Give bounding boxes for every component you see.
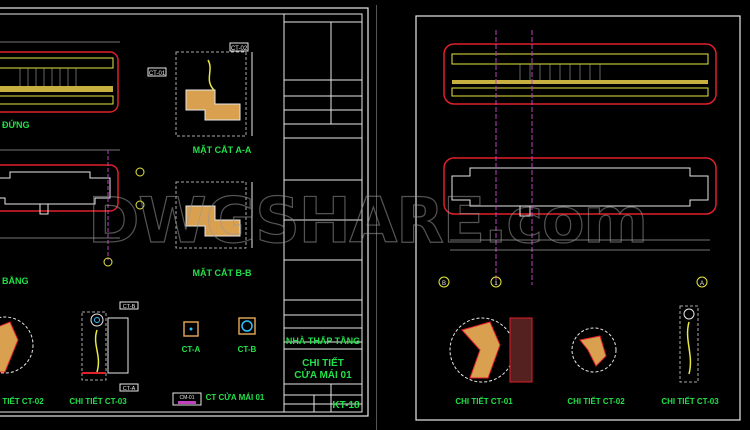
sheet-separator (376, 5, 377, 430)
detail-ct03-view (81, 311, 129, 381)
right-sheet-border (415, 15, 741, 421)
right-elevation-view (443, 43, 717, 105)
callout-ct-b (119, 301, 139, 310)
sheet-number: KT-18 (332, 400, 360, 411)
drawing-title-line2: CỬA MÁI 01 (294, 368, 352, 381)
section-bb-view (175, 181, 253, 249)
ct-b-view (238, 317, 256, 335)
right-detail-ct02-view (571, 327, 617, 373)
callout-ct-a (119, 383, 139, 392)
title-block (283, 13, 363, 413)
svg-text:CT-01: CT-01 (149, 71, 166, 77)
detail-ct02-label: CHI TIẾT CT-02 (0, 396, 44, 406)
right-detail-ct03-view (679, 305, 699, 383)
svg-text:1: 1 (494, 281, 498, 287)
plan-label: BẰNG (2, 276, 29, 286)
section-bb-label: MẶT CẮT B-B (193, 268, 252, 278)
drawing-title-line1: CHI TIẾT (302, 356, 344, 369)
ct-a-view (183, 321, 199, 337)
axis-marker (696, 276, 708, 288)
elevation-view (0, 41, 120, 113)
ct-b-label: CT-B (238, 345, 257, 354)
door-title: CT CỬA MÁI 01 (206, 393, 265, 402)
watermark-logo: DWGSHARE.com (88, 184, 648, 257)
ct-a-label: CT-A (182, 345, 201, 354)
axis-marker (438, 276, 450, 288)
elevation-label: ĐỨNG (2, 119, 29, 130)
callout-ct-02 (229, 42, 249, 52)
door-tag-mark (178, 401, 196, 404)
detail-ct02-view (0, 316, 34, 374)
svg-text:A: A (700, 281, 704, 287)
section-aa-view (175, 51, 253, 137)
right-plan-view (443, 30, 717, 285)
project-name: NHÀ THẤP TẦNG (286, 336, 360, 346)
detail-ct03-label: CHI TIẾT CT-03 (69, 396, 127, 406)
left-sheet-border (0, 7, 369, 417)
svg-text:B: B (442, 281, 446, 287)
right-detail-ct01-label: CHI TIẾT CT-01 (455, 396, 513, 406)
axis-marker (490, 276, 502, 288)
right-detail-ct02-label: CHI TIẾT CT-02 (567, 396, 625, 406)
svg-text:CT-A: CT-A (123, 386, 136, 392)
section-aa-label: MẶT CẮT A-A (193, 145, 252, 155)
svg-text:CT-B: CT-B (123, 304, 136, 310)
door-tag-box (172, 392, 202, 406)
plan-view (0, 149, 145, 267)
callout-ct-01 (147, 67, 167, 77)
svg-text:CT-02: CT-02 (231, 46, 248, 52)
right-detail-ct03-label: CHI TIẾT CT-03 (661, 396, 719, 406)
right-detail-ct01-view (449, 317, 533, 383)
door-tag: CM-01 (179, 395, 194, 401)
